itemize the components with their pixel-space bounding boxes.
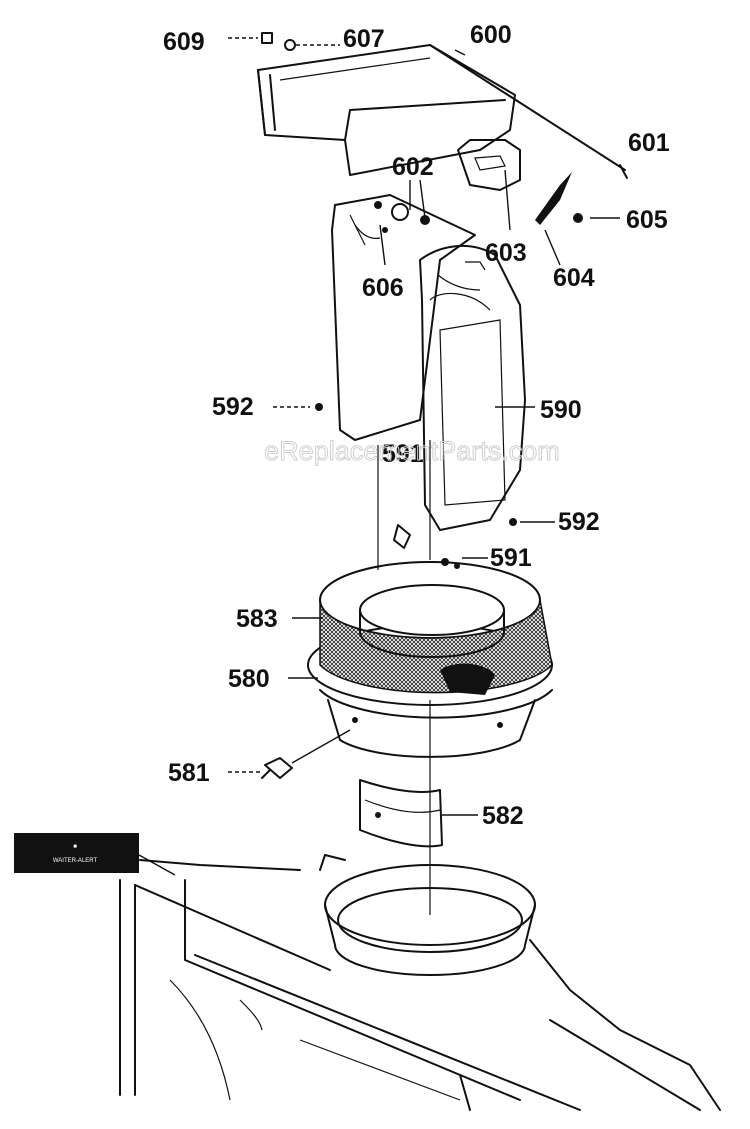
callout-583: 583 xyxy=(236,605,278,633)
auger-housing xyxy=(119,854,721,1111)
callout-601: 601 xyxy=(628,129,670,157)
callout-592-right: 592 xyxy=(558,508,600,536)
callout-600: 600 xyxy=(470,21,512,49)
nut-592-left-icon xyxy=(315,403,323,411)
leader-lines xyxy=(228,37,620,816)
callout-590: 590 xyxy=(540,396,582,424)
lever-604 xyxy=(535,172,583,225)
callout-591-lower: 591 xyxy=(490,544,532,572)
screw-591-icon xyxy=(393,524,411,549)
chute-deflector-600 xyxy=(257,32,628,191)
watermark-text: eReplacementParts.com xyxy=(264,436,560,466)
upper-chute-590 xyxy=(419,244,526,531)
callout-606: 606 xyxy=(362,274,404,302)
warning-tag: ■ WAITER-ALERT xyxy=(14,833,176,876)
callout-607: 607 xyxy=(343,25,385,53)
left-chute-plate xyxy=(331,194,476,441)
screw-609-icon xyxy=(261,32,273,44)
bracket-582 xyxy=(359,779,443,848)
callout-605: 605 xyxy=(626,206,668,234)
cable-601 xyxy=(429,44,626,171)
callout-604: 604 xyxy=(553,264,595,292)
callout-582: 582 xyxy=(482,802,524,830)
callout-602: 602 xyxy=(392,153,434,181)
nut-605-icon xyxy=(573,213,583,223)
bolt-581-icon xyxy=(261,757,293,779)
callout-580: 580 xyxy=(228,665,270,693)
nut-592-icon xyxy=(509,518,517,526)
tag-line-2: WAITER-ALERT xyxy=(53,858,98,864)
chute-ring-580 xyxy=(307,561,553,758)
callouts: 609 607 600 601 602 605 603 604 606 592 … xyxy=(163,21,670,830)
callout-603: 603 xyxy=(485,239,527,267)
callout-592-left: 592 xyxy=(212,393,254,421)
callout-581: 581 xyxy=(168,759,210,787)
nut-607-icon xyxy=(284,39,296,51)
tag-line-1: ■ xyxy=(73,844,77,850)
callout-609: 609 xyxy=(163,28,205,56)
callout-591-upper: 591 xyxy=(382,440,424,468)
